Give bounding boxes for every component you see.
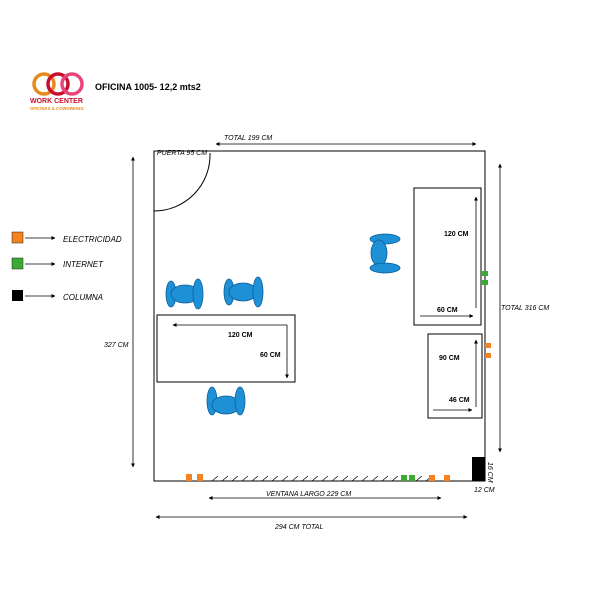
legend-electricity-swatch bbox=[11, 231, 24, 244]
structural-column bbox=[472, 457, 485, 481]
bottom-total-label: 294 CM TOTAL bbox=[274, 524, 323, 531]
chair-backrest bbox=[192, 278, 204, 310]
legend-internet-label: INTERNET bbox=[63, 260, 104, 269]
desk-width-label: 46 CM bbox=[449, 397, 470, 404]
electricity-outlet bbox=[197, 474, 203, 481]
legend-electricity-label: ELECTRICIDAD bbox=[63, 235, 122, 244]
window-hatch bbox=[211, 475, 433, 482]
desk-width-label: 60 CM bbox=[260, 352, 281, 359]
electricity-outlet bbox=[429, 475, 435, 481]
electricity-outlet bbox=[485, 353, 491, 358]
column-width-label: 12 CM bbox=[474, 487, 495, 494]
electricity-outlet bbox=[186, 474, 192, 481]
desk-right-large: 120 CM 60 CM bbox=[413, 187, 482, 326]
top-total-label: TOTAL 199 CM bbox=[224, 135, 272, 142]
desk-left: 120 CM 60 CM bbox=[156, 314, 296, 383]
company-logo: WORK CENTER OFICINAS & COWORKING bbox=[30, 72, 84, 111]
legend-column-swatch bbox=[12, 290, 23, 301]
desk-surface bbox=[156, 314, 296, 383]
plan-title: OFICINA 1005- 12,2 mts2 bbox=[95, 82, 201, 92]
logo-ring-3 bbox=[60, 72, 84, 96]
window-label: VENTANA LARGO 229 CM bbox=[266, 491, 351, 498]
column-height-label: 16 CM bbox=[486, 462, 493, 483]
chair bbox=[223, 276, 264, 308]
logo-ring-2 bbox=[46, 72, 70, 96]
chair-backrest bbox=[252, 276, 264, 308]
chair-backrest bbox=[369, 262, 401, 274]
internet-outlet bbox=[482, 280, 488, 285]
desk-surface bbox=[427, 333, 483, 419]
chair-seat bbox=[370, 239, 388, 267]
desk-length-label: 120 CM bbox=[444, 231, 469, 238]
desk-length-label: 120 CM bbox=[228, 332, 253, 339]
chair bbox=[206, 386, 246, 416]
room-walls bbox=[153, 150, 486, 482]
electricity-outlet bbox=[485, 343, 491, 348]
internet-outlet bbox=[482, 271, 488, 276]
right-total-label: TOTAL 316 CM bbox=[501, 305, 549, 312]
desk-width-label: 60 CM bbox=[437, 307, 458, 314]
door-swing-arc bbox=[153, 152, 211, 212]
legend: ELECTRICIDAD INTERNET COLUMNA bbox=[11, 231, 122, 302]
chair-arm bbox=[234, 386, 246, 416]
electricity-outlet bbox=[444, 475, 450, 481]
legend-column-label: COLUMNA bbox=[63, 293, 103, 302]
internet-outlet bbox=[409, 475, 415, 481]
chair bbox=[165, 278, 204, 310]
chair bbox=[369, 233, 401, 274]
desk-surface bbox=[413, 187, 482, 326]
legend-internet-swatch bbox=[11, 257, 24, 270]
desk-right-small: 90 CM 46 CM bbox=[427, 333, 483, 419]
logo-line-2: OFICINAS & COWORKING bbox=[30, 106, 84, 111]
logo-line-1: WORK CENTER bbox=[30, 98, 83, 105]
internet-outlet bbox=[401, 475, 407, 481]
door-label: PUERTA 95 CM bbox=[157, 150, 207, 157]
logo-ring-1 bbox=[32, 72, 56, 96]
left-height-label: 327 CM bbox=[104, 342, 129, 349]
desk-length-label: 90 CM bbox=[439, 355, 460, 362]
